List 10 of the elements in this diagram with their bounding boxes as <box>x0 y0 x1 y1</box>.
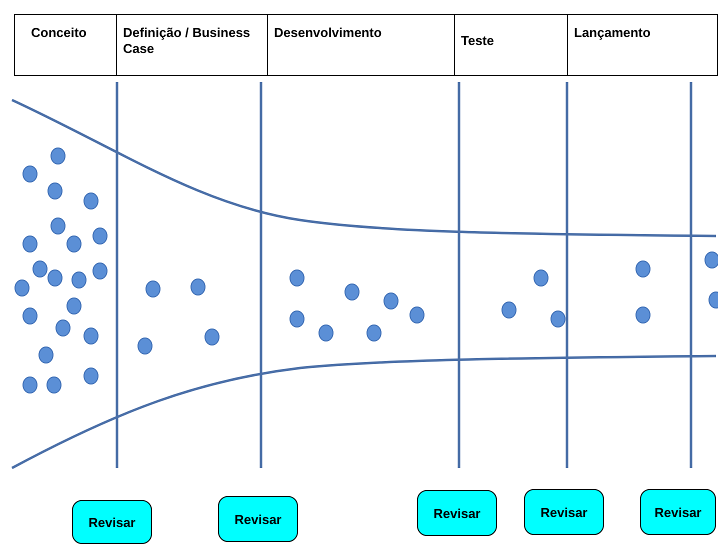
review-box: Revisar <box>72 500 152 544</box>
review-box: Revisar <box>640 489 716 535</box>
stage-header: Definição / Business Case <box>123 25 250 56</box>
stage-header: Teste <box>461 33 494 48</box>
review-box: Revisar <box>524 489 604 535</box>
stage-header: Desenvolvimento <box>274 25 382 40</box>
review-box: Revisar <box>417 490 497 536</box>
stage-header: Conceito <box>31 25 87 40</box>
stage-header: Lançamento <box>574 25 651 40</box>
review-box: Revisar <box>218 496 298 542</box>
